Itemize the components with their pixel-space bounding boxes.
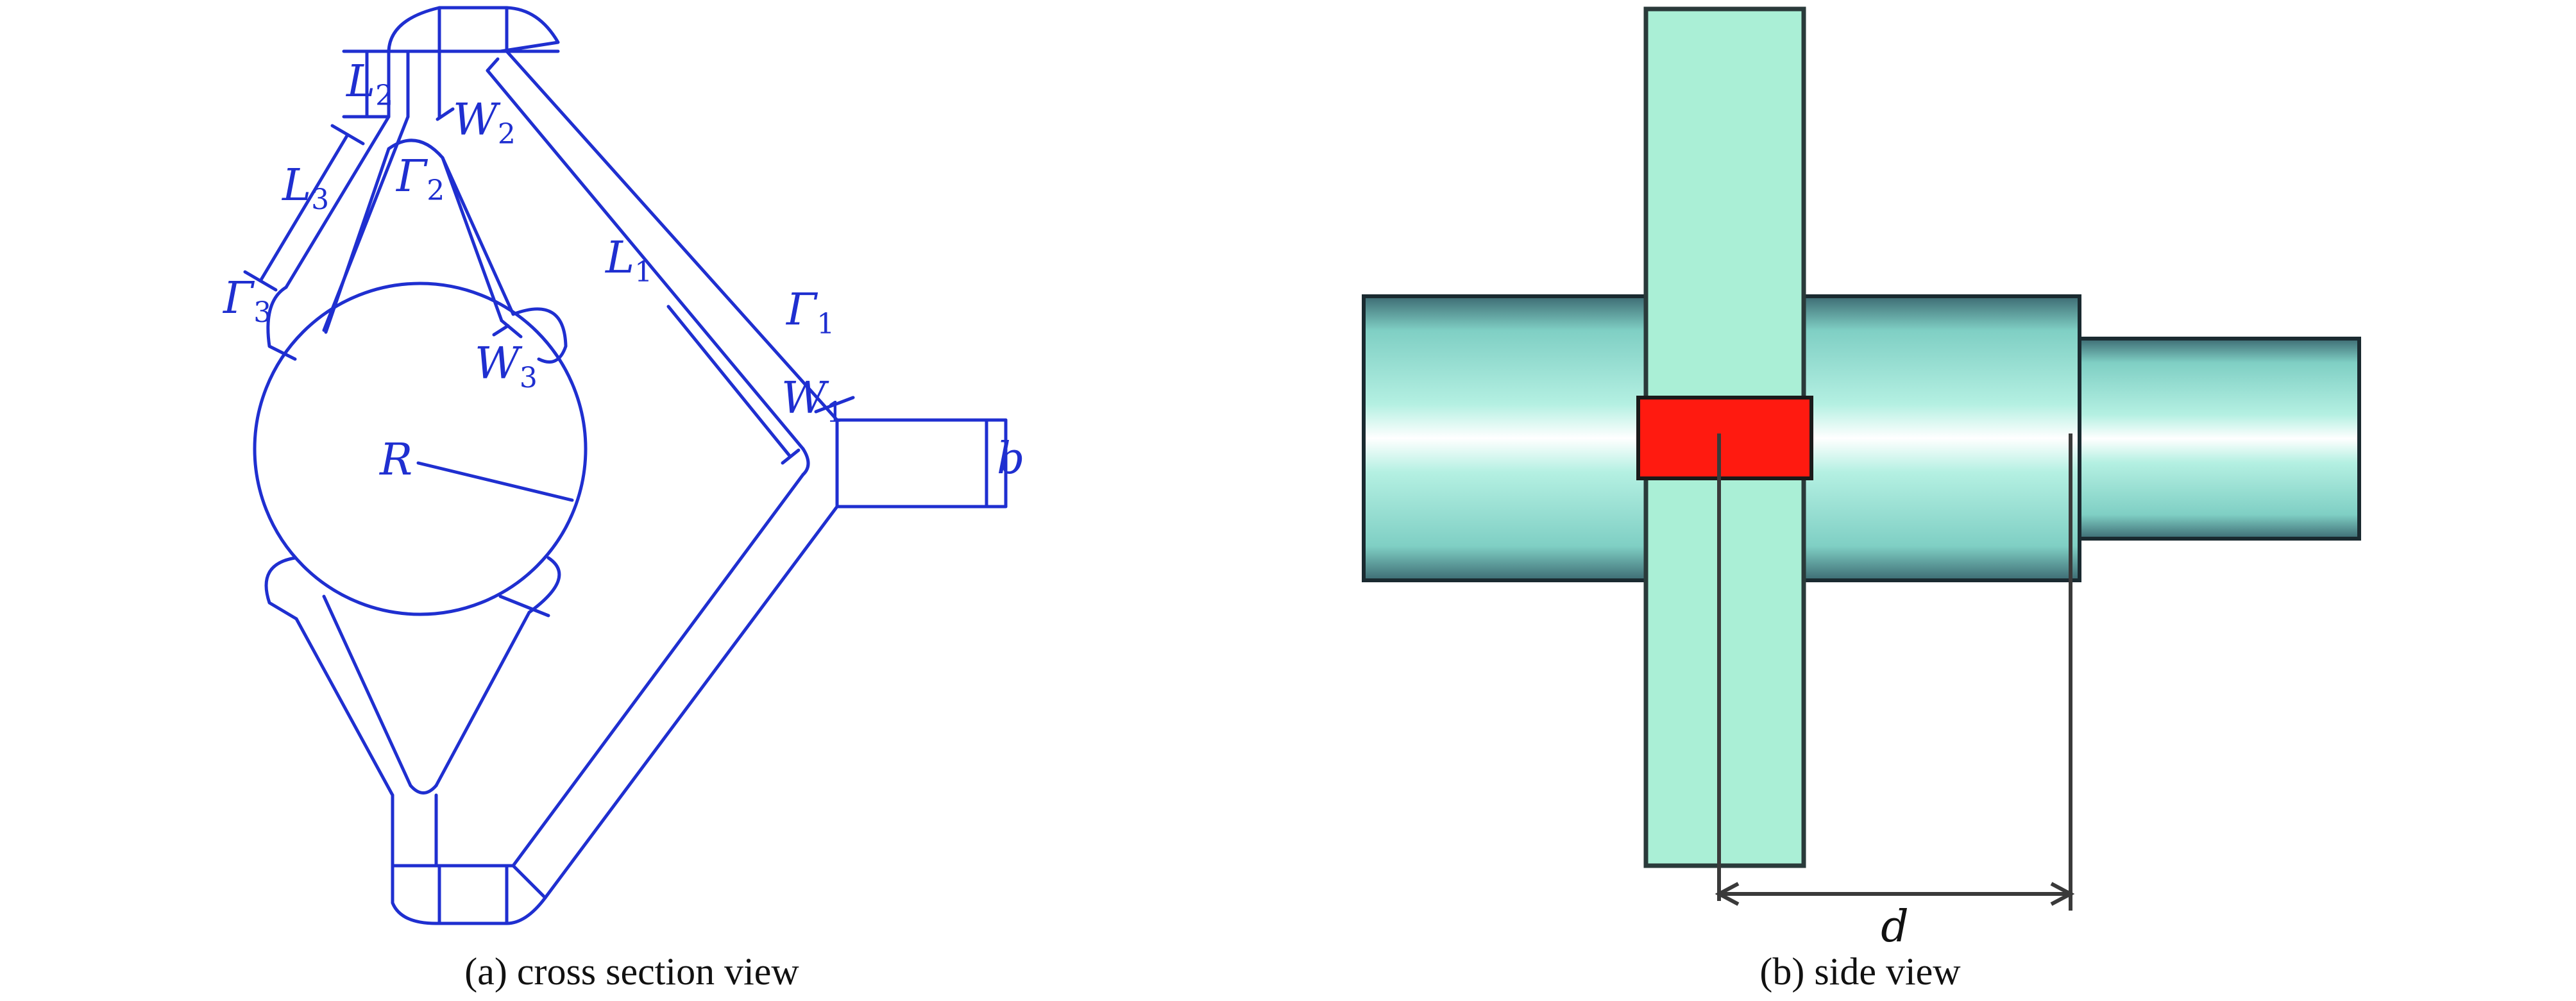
side-view-diagram: d (1362, 6, 2361, 952)
label-W3: W3 (475, 339, 538, 394)
label-L1: L1 (604, 233, 652, 289)
label-L3: L3 (281, 160, 329, 216)
lower-left-arm (264, 556, 561, 797)
cross-section-diagram (243, 6, 1008, 925)
upper-inner-triangle (324, 139, 568, 364)
caption-a: (a) cross section view (464, 950, 799, 993)
central-circle (253, 282, 588, 616)
bottom-coupling-block (391, 793, 547, 925)
right-rod (1802, 294, 2081, 582)
dimension-d (1715, 433, 2075, 911)
dimension-b (974, 418, 999, 509)
source-element (1636, 396, 1813, 480)
right-port-stub (835, 418, 1008, 509)
label-W1: W1 (781, 373, 844, 429)
dimension-W3-tick (492, 324, 510, 337)
caption-b: (b) side view (1759, 950, 1961, 993)
dimension-W1-tick (814, 396, 855, 414)
left-rod (1362, 294, 1648, 582)
dimension-L2 (342, 49, 391, 119)
outer-rod (2078, 337, 2361, 541)
top-coupling-block (387, 6, 560, 119)
label-Gamma1: Γ1 (785, 285, 835, 341)
dimension-L1 (666, 305, 801, 465)
label-Gamma2: Γ2 (395, 151, 445, 207)
label-b: b (997, 433, 1025, 484)
label-W2: W2 (453, 95, 516, 151)
label-R: R (378, 435, 412, 485)
radius-line (416, 461, 574, 502)
outer-long-arm (486, 49, 839, 900)
label-L2: L2 (345, 56, 393, 112)
dimension-W2-tick (436, 107, 455, 121)
label-d: d (1881, 902, 1909, 952)
dimension-L3 (243, 124, 365, 292)
label-Gamma3: Γ3 (222, 273, 271, 329)
